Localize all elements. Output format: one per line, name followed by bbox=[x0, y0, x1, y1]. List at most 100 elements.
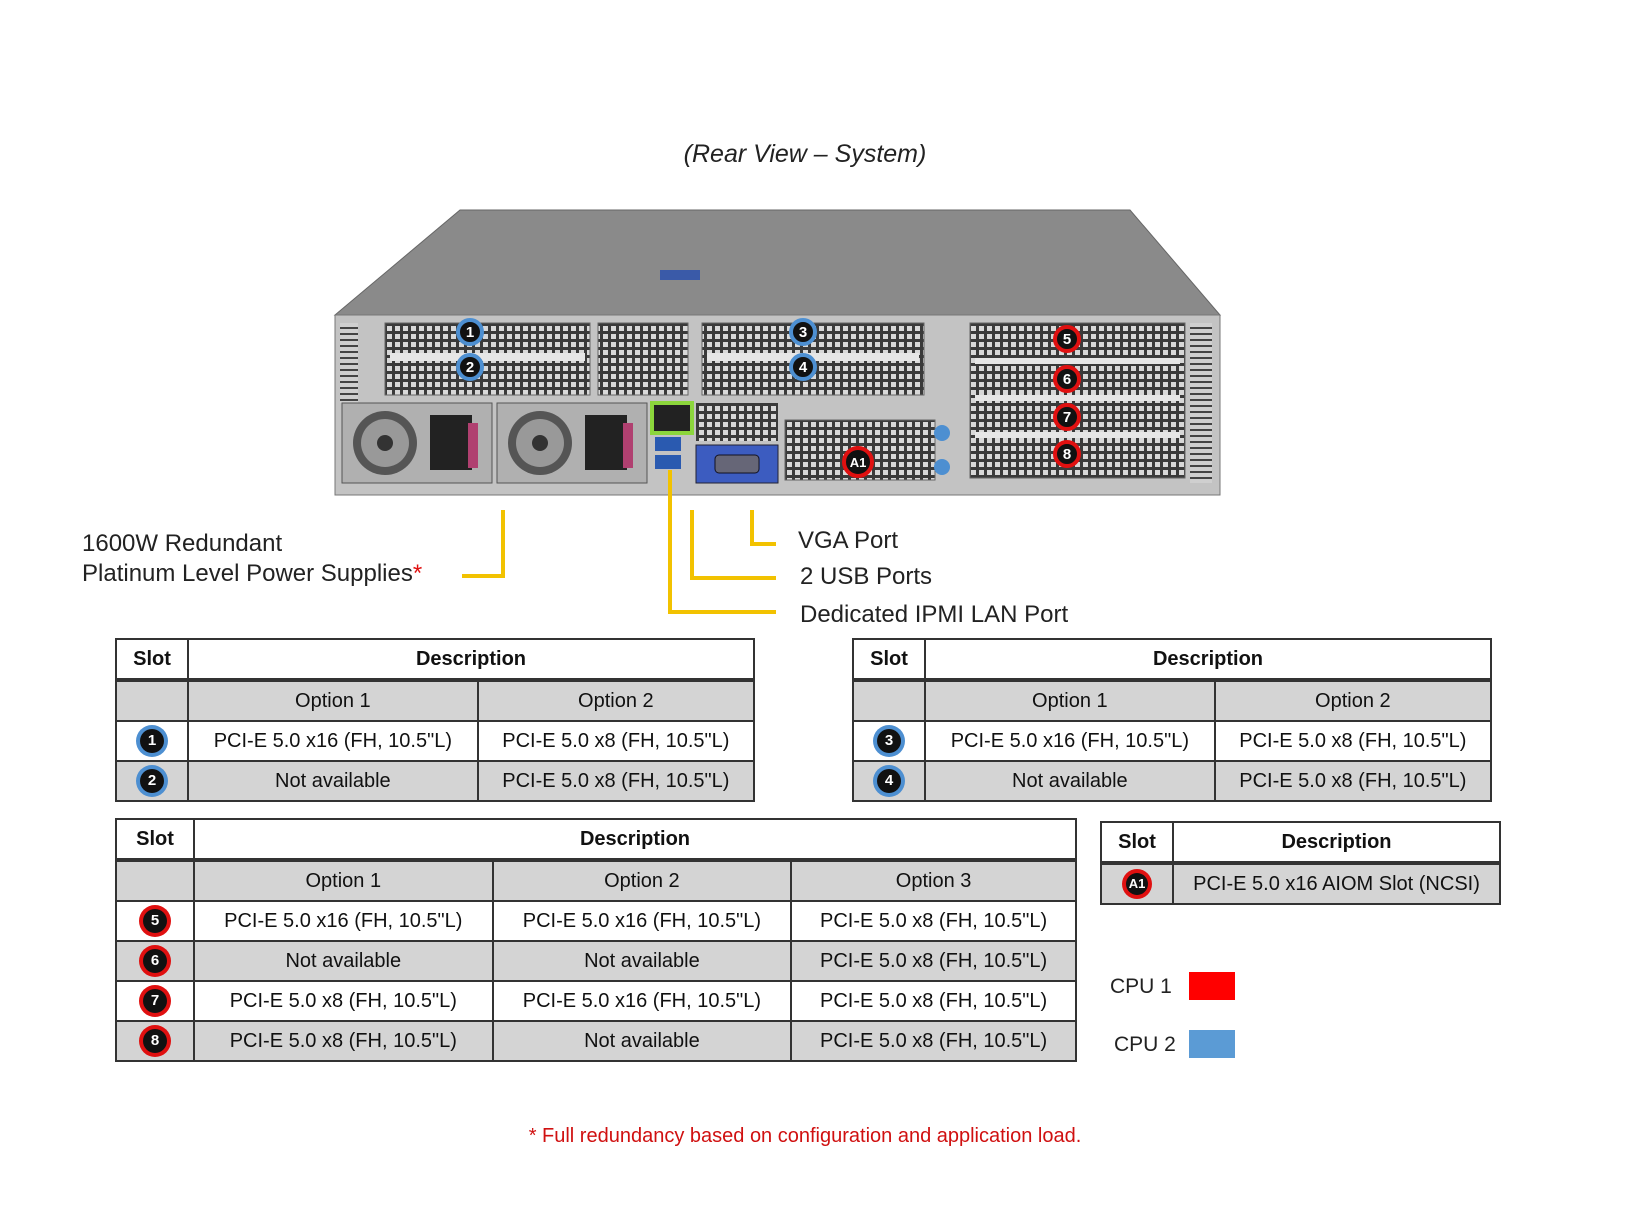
svg-text:A1: A1 bbox=[850, 455, 867, 470]
table-cell: 6 bbox=[115, 940, 195, 982]
slot-badge: 6 bbox=[143, 949, 167, 973]
option-header: Option 1 bbox=[187, 679, 479, 722]
table-cell bbox=[852, 679, 926, 722]
chassis-badge-7: 7 bbox=[1053, 403, 1081, 431]
table-cell: PCI-E 5.0 x16 (FH, 10.5"L) bbox=[193, 900, 494, 942]
table-cell bbox=[115, 859, 195, 902]
table-row: 7 PCI-E 5.0 x8 (FH, 10.5"L)PCI-E 5.0 x16 … bbox=[115, 980, 1077, 1022]
table-cell: 1 bbox=[115, 720, 189, 762]
option-header: Option 2 bbox=[491, 859, 793, 902]
table-cell: PCI-E 5.0 x8 (FH, 10.5"L) bbox=[476, 720, 756, 762]
table-cell: PCI-E 5.0 x16 (FH, 10.5"L) bbox=[187, 720, 479, 762]
chassis-badge-5: 5 bbox=[1053, 325, 1081, 353]
slot-badge: 5 bbox=[143, 909, 167, 933]
table-cell: Not available bbox=[924, 760, 1216, 802]
description-header: Description bbox=[187, 638, 755, 682]
table-cell: A1 bbox=[1100, 862, 1174, 905]
slot-badge: 2 bbox=[140, 769, 164, 793]
footnote: * Full redundancy based on configuration… bbox=[528, 1125, 1082, 1147]
svg-text:5: 5 bbox=[1063, 331, 1071, 348]
server-rear-illustration: 1 2 3 4 5 6 7 8 A1 bbox=[333, 209, 1222, 496]
table-cell bbox=[115, 679, 189, 722]
psu-callout-line2: Platinum Level Power Supplies bbox=[82, 560, 413, 587]
chassis-badge-1: 1 bbox=[456, 318, 484, 346]
description-header: Description bbox=[1172, 821, 1501, 865]
table-row: A1 PCI-E 5.0 x16 AIOM Slot (NCSI) bbox=[1100, 862, 1501, 905]
table-cell: PCI-E 5.0 x8 (FH, 10.5"L) bbox=[790, 980, 1077, 1022]
table-cell: PCI-E 5.0 x8 (FH, 10.5"L) bbox=[193, 1020, 494, 1062]
slot-badge: 4 bbox=[877, 769, 901, 793]
table-row: 3 PCI-E 5.0 x16 (FH, 10.5"L)PCI-E 5.0 x8 … bbox=[852, 720, 1493, 762]
table-cell: 2 bbox=[115, 760, 189, 802]
chassis-badge-8: 8 bbox=[1053, 440, 1081, 468]
table-cell: 8 bbox=[115, 1020, 195, 1062]
table-cell: PCI-E 5.0 x16 AIOM Slot (NCSI) bbox=[1172, 862, 1501, 905]
slot-header: Slot bbox=[115, 818, 195, 862]
chassis-badge-4: 4 bbox=[789, 353, 817, 381]
psu-callout-line1: 1600W Redundant bbox=[82, 530, 283, 557]
table-row: 1 PCI-E 5.0 x16 (FH, 10.5"L)PCI-E 5.0 x8 … bbox=[115, 720, 756, 762]
table-cell: Not available bbox=[491, 1020, 793, 1062]
chassis-badge-a1: A1 bbox=[842, 446, 874, 478]
svg-text:4: 4 bbox=[799, 359, 808, 376]
table-cell: Not available bbox=[193, 940, 494, 982]
chassis-badge-3: 3 bbox=[789, 318, 817, 346]
svg-text:2: 2 bbox=[466, 359, 474, 376]
table-cell: 5 bbox=[115, 900, 195, 942]
slot-header: Slot bbox=[1100, 821, 1174, 865]
description-header: Description bbox=[924, 638, 1492, 682]
table-cell: PCI-E 5.0 x8 (FH, 10.5"L) bbox=[790, 940, 1077, 982]
table-cell: Not available bbox=[491, 940, 793, 982]
table-cell: 3 bbox=[852, 720, 926, 762]
table-cell: PCI-E 5.0 x16 (FH, 10.5"L) bbox=[491, 980, 793, 1022]
table-cell: PCI-E 5.0 x8 (FH, 10.5"L) bbox=[790, 900, 1077, 942]
table-cell: Not available bbox=[187, 760, 479, 802]
table-cell: 7 bbox=[115, 980, 195, 1022]
table-cell: PCI-E 5.0 x8 (FH, 10.5"L) bbox=[193, 980, 494, 1022]
slot-badge: 1 bbox=[140, 729, 164, 753]
table-cell: PCI-E 5.0 x8 (FH, 10.5"L) bbox=[1213, 720, 1493, 762]
svg-text:3: 3 bbox=[799, 324, 807, 341]
slot-badge: 3 bbox=[877, 729, 901, 753]
description-header: Description bbox=[193, 818, 1077, 862]
option-header: Option 3 bbox=[790, 859, 1077, 902]
table-cell: 4 bbox=[852, 760, 926, 802]
usb-callout: 2 USB Ports bbox=[800, 563, 933, 590]
legend-cpu2-swatch bbox=[1189, 1030, 1235, 1058]
table-row: 5 PCI-E 5.0 x16 (FH, 10.5"L)PCI-E 5.0 x16… bbox=[115, 900, 1077, 942]
legend-cpu1-swatch bbox=[1189, 972, 1235, 1000]
vga-callout: VGA Port bbox=[798, 527, 899, 554]
ipmi-callout: Dedicated IPMI LAN Port bbox=[800, 601, 1069, 628]
svg-text:1: 1 bbox=[466, 324, 474, 341]
option-header: Option 1 bbox=[193, 859, 494, 902]
slot-header: Slot bbox=[852, 638, 926, 682]
table-cell: PCI-E 5.0 x8 (FH, 10.5"L) bbox=[790, 1020, 1077, 1062]
slot-badge: A1 bbox=[1126, 873, 1148, 896]
svg-text:7: 7 bbox=[1063, 409, 1071, 426]
table-cell: PCI-E 5.0 x16 (FH, 10.5"L) bbox=[924, 720, 1216, 762]
option-header: Option 1 bbox=[924, 679, 1216, 722]
svg-text:6: 6 bbox=[1063, 371, 1071, 388]
table-cell: PCI-E 5.0 x8 (FH, 10.5"L) bbox=[476, 760, 756, 802]
legend-cpu2-label: CPU 2 bbox=[1114, 1033, 1176, 1056]
svg-text:8: 8 bbox=[1063, 446, 1071, 463]
slot-header: Slot bbox=[115, 638, 189, 682]
table-cell: PCI-E 5.0 x8 (FH, 10.5"L) bbox=[1213, 760, 1493, 802]
table-cell: PCI-E 5.0 x16 (FH, 10.5"L) bbox=[491, 900, 793, 942]
slot-badge: 7 bbox=[143, 989, 167, 1013]
legend-cpu1-label: CPU 1 bbox=[1110, 975, 1172, 998]
option-header: Option 2 bbox=[476, 679, 756, 722]
option-header: Option 2 bbox=[1213, 679, 1493, 722]
psu-asterisk: * bbox=[412, 560, 423, 587]
chassis-badge-6: 6 bbox=[1053, 365, 1081, 393]
view-title: (Rear View – System) bbox=[683, 140, 927, 168]
slot-badge: 8 bbox=[143, 1029, 167, 1053]
